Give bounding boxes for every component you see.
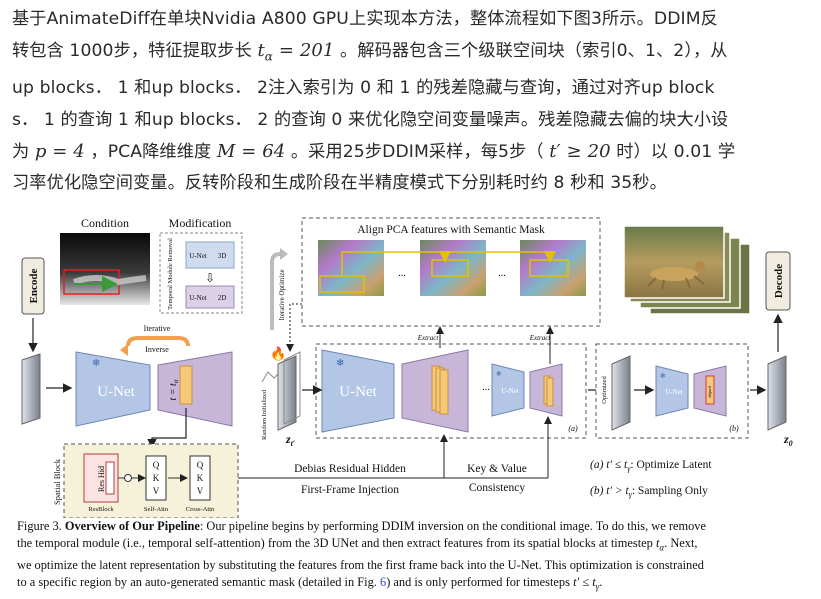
- svg-text:...: ...: [482, 382, 490, 393]
- svg-text:(b) t′ > tγ: Sampling Only: (b) t′ > tγ: Sampling Only: [590, 485, 708, 499]
- svg-text:Spatial Block: Spatial Block: [52, 458, 62, 505]
- svg-text:(a): (a): [568, 424, 578, 433]
- svg-text:...: ...: [398, 268, 406, 279]
- paragraph-line-4: s． 1 的查询 1 和up blocks． 2 的查询 0 来优化隐空间变量噪…: [12, 109, 729, 130]
- unet-small-label: U-Net: [189, 252, 207, 260]
- svg-text:Encode: Encode: [28, 268, 40, 303]
- svg-text:U-Net: U-Net: [339, 384, 377, 400]
- inversion-unet: ❄ U-Net t = tα: [75, 351, 233, 427]
- input-latent-frame: [21, 353, 41, 425]
- sampling-box-b: Optimized ❄ U-Net aligned (b): [595, 343, 749, 439]
- zt-label: zt′: [285, 432, 295, 448]
- pipeline-figure: Condition Modification Temporal Module R…: [0, 200, 821, 518]
- svg-text:Self-Attn: Self-Attn: [144, 506, 169, 513]
- svg-text:❄: ❄: [336, 358, 344, 369]
- svg-text:Cross-Attn: Cross-Attn: [186, 506, 215, 513]
- random-initialized-label: Random Initialized: [261, 389, 268, 440]
- unet-small-label-2: U-Net: [189, 294, 207, 302]
- svg-text:U-Net: U-Net: [97, 384, 135, 400]
- paragraph-line-5: 为 p = 4 ，PCA降维维度 M = 64 。采用25步DDIM采样，每5步…: [12, 141, 736, 163]
- snowflake-icon: ❄: [92, 358, 100, 369]
- iterative-optimize: Iterative Optimize: [270, 248, 288, 330]
- svg-text:Q: Q: [197, 460, 204, 470]
- first-frame-label: First-Frame Injection: [301, 484, 399, 496]
- svg-text:ResBlock: ResBlock: [88, 506, 114, 513]
- temporal-removal-label: Temporal Module Removal: [167, 238, 174, 310]
- svg-text:(b): (b): [729, 424, 739, 433]
- z0-label: z0: [783, 432, 793, 448]
- condition-image: [60, 233, 150, 305]
- paragraph-line-3: up blocks． 1 和up blocks． 2注入索引为 0 和 1 的残…: [12, 78, 715, 99]
- debias-label: Debias Residual Hidden: [294, 463, 406, 475]
- zt-latent-frame: [277, 351, 301, 431]
- key-value-label: Key & Value: [467, 463, 527, 475]
- svg-text:⇩: ⇩: [205, 271, 215, 285]
- consistency-label: Consistency: [469, 482, 525, 494]
- encode-block: Encode: [21, 257, 45, 315]
- figure-6-link[interactable]: 6: [380, 575, 387, 590]
- body-paragraph: 基于AnimateDiff在单块Nvidia A800 GPU上实现本方法，整体…: [12, 4, 812, 200]
- flame-icon: 🔥: [270, 346, 286, 362]
- two-d-label: 2D: [218, 294, 227, 302]
- caption-line-4: to a specific region by an auto-generate…: [17, 575, 603, 592]
- svg-text:Iterative: Iterative: [144, 324, 171, 333]
- svg-text:Decode: Decode: [773, 264, 785, 298]
- modification-box: Temporal Module Removal U-Net 3D ⇩ U-Net…: [159, 232, 243, 314]
- svg-text:V: V: [153, 486, 160, 496]
- svg-text:V: V: [197, 486, 204, 496]
- modification-label: Modification: [169, 216, 232, 230]
- paragraph-line-2: 转包含 1000步，特征提取步长 tα = 201 。解码器包含三个级联空间块（…: [12, 40, 728, 64]
- svg-text:K: K: [153, 473, 160, 483]
- z0-latent-frame: [767, 355, 787, 431]
- three-d-label: 3D: [218, 252, 227, 260]
- svg-text:Iterative Optimize: Iterative Optimize: [278, 269, 286, 320]
- svg-text:t = tα: t = tα: [168, 379, 180, 400]
- svg-text:(a) t′ ≤ tγ: Optimize Latent: (a) t′ ≤ tγ: Optimize Latent: [590, 459, 712, 473]
- svg-text:❄: ❄: [496, 370, 502, 378]
- svg-text:❄: ❄: [660, 372, 666, 380]
- svg-text:Extract: Extract: [529, 334, 552, 342]
- align-pca-box: Align PCA features with Semantic Mask ..…: [301, 217, 601, 327]
- caption-line-2: the temporal module (i.e., temporal self…: [17, 536, 698, 553]
- svg-text:...: ...: [498, 268, 506, 279]
- svg-text:U-Net: U-Net: [665, 388, 683, 396]
- svg-text:aligned: aligned: [707, 386, 712, 398]
- condition-label: Condition: [81, 216, 129, 230]
- legend: (a) t′ ≤ tγ: Optimize Latent (b) t′ > tγ…: [590, 459, 712, 499]
- svg-text:Inverse: Inverse: [145, 345, 169, 354]
- figure-caption: Figure 3. Overview of Our Pipeline: Our …: [17, 518, 809, 596]
- svg-text:Q: Q: [153, 460, 160, 470]
- svg-text:Extract: Extract: [417, 334, 440, 342]
- paragraph-line-6: 习率优化隐空间变量。反转阶段和生成阶段在半精度模式下分别耗时约 8 秒和 35秒…: [12, 173, 667, 194]
- iterative-inverse: Iterative Inverse: [120, 324, 190, 356]
- svg-text:Optimized: Optimized: [601, 376, 608, 404]
- svg-text:U-Net: U-Net: [501, 387, 519, 395]
- decode-block: Decode: [765, 251, 791, 311]
- output-video-frames: [623, 225, 751, 315]
- svg-text:K: K: [197, 473, 204, 483]
- align-title: Align PCA features with Semantic Mask: [357, 224, 545, 236]
- caption-line-1: Figure 3. Overview of Our Pipeline: Our …: [17, 519, 706, 533]
- paragraph-line-1: 基于AnimateDiff在单块Nvidia A800 GPU上实现本方法，整体…: [12, 9, 718, 29]
- spatial-block: Spatial Block Res Hid ResBlock Q K V Sel…: [52, 443, 239, 518]
- svg-text:Res Hid: Res Hid: [97, 466, 106, 492]
- caption-line-3: we optimize the latent representation by…: [17, 557, 704, 572]
- optimize-box-a: ❄ U-Net ... ❄ U-Net (a): [315, 343, 587, 439]
